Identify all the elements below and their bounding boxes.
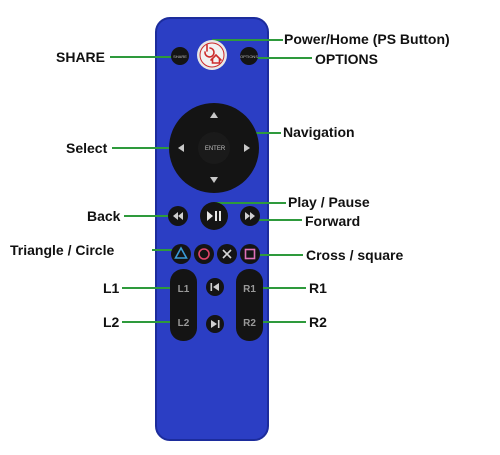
r2-button[interactable]: R2	[243, 318, 256, 329]
skip-previous-icon	[210, 283, 219, 291]
options-callout: OPTIONS	[315, 51, 379, 67]
share-button-label: SHARE	[173, 54, 187, 59]
navigation-callout: Navigation	[283, 124, 355, 140]
select-callout: Select	[66, 140, 108, 156]
navigation-pad[interactable]: ENTER	[169, 103, 259, 193]
l2-button-label: L2	[178, 318, 190, 329]
left-shoulder-column	[170, 269, 197, 341]
arrow-up-icon[interactable]	[210, 112, 218, 118]
play-pause-button[interactable]	[200, 202, 228, 230]
r2-callout: R2	[309, 314, 327, 330]
square-icon	[244, 248, 256, 260]
options-button-label: OPTIONS	[240, 54, 258, 59]
skip-next-icon	[211, 320, 220, 328]
share-callout: SHARE	[56, 49, 106, 65]
next-button[interactable]	[206, 315, 224, 333]
l2-button[interactable]: L2	[178, 318, 190, 329]
triangle-circle-callout: Triangle / Circle	[10, 242, 115, 258]
forward-callout: Forward	[305, 213, 361, 229]
cross-icon	[222, 249, 232, 259]
cross-button[interactable]	[217, 244, 237, 264]
triangle-button[interactable]	[171, 244, 191, 264]
back-button[interactable]	[168, 206, 188, 226]
arrow-right-icon[interactable]	[244, 144, 250, 152]
enter-button-label: ENTER	[205, 146, 226, 152]
power-home-button[interactable]	[197, 40, 227, 70]
l1-callout: L1	[103, 280, 120, 296]
cross-square-callout: Cross / square	[306, 247, 404, 263]
arrow-down-icon[interactable]	[210, 177, 218, 183]
leader-lines	[110, 39, 312, 323]
share-button[interactable]: SHARE	[171, 47, 189, 65]
triangle-icon	[174, 246, 188, 259]
circle-button[interactable]	[194, 244, 214, 264]
back-callout: Back	[87, 208, 121, 224]
l1-button-label: L1	[178, 284, 190, 295]
r1-button[interactable]: R1	[243, 284, 256, 295]
r1-callout: R1	[309, 280, 327, 296]
options-button[interactable]: OPTIONS	[240, 47, 258, 65]
circle-icon	[198, 248, 210, 260]
forward-button[interactable]	[240, 206, 260, 226]
previous-button[interactable]	[206, 278, 224, 296]
r1-button-label: R1	[243, 284, 256, 295]
square-button[interactable]	[240, 244, 260, 264]
r2-button-label: R2	[243, 318, 256, 329]
play-pause-icon	[207, 211, 221, 221]
power-home-icon	[204, 44, 222, 64]
rewind-icon	[173, 212, 183, 220]
arrow-left-icon[interactable]	[178, 144, 184, 152]
play-pause-callout: Play / Pause	[288, 194, 370, 210]
l1-button[interactable]: L1	[178, 284, 190, 295]
power-home-callout: Power/Home (PS Button)	[284, 31, 450, 47]
fast-forward-icon	[245, 212, 255, 220]
right-shoulder-column	[236, 269, 263, 341]
l2-callout: L2	[103, 314, 120, 330]
